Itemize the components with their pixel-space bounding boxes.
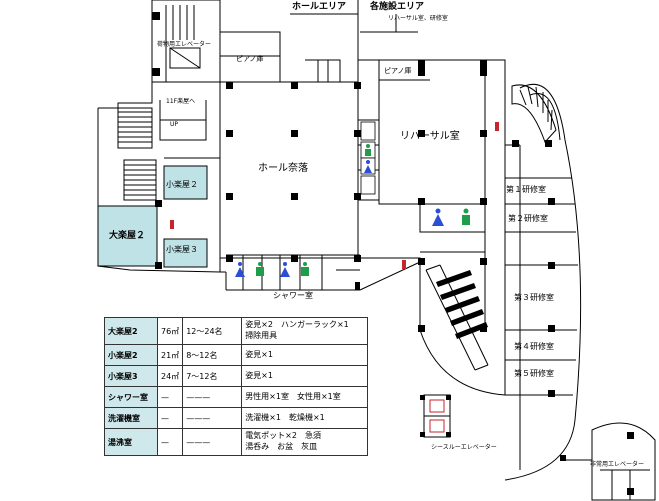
- legend-name-cell: シャワー室: [104, 386, 158, 408]
- facilities-sub-label: リハーサル室、研修室: [388, 15, 448, 22]
- rehearsal-room-label: リハーサル室: [400, 131, 460, 142]
- legend-capacity-cell: ———: [182, 386, 243, 408]
- legend-area-cell: 24㎡: [156, 365, 184, 387]
- shower-room-label: シャワー室: [273, 291, 313, 300]
- legend-row: 湯沸室————電気ポット×2 急須湯呑み お盆 灰皿: [104, 428, 369, 456]
- legend-equipment-line: 男性用×1室 女性用×1室: [245, 391, 341, 401]
- piano-room-2-label: ピアノ庫: [384, 67, 412, 75]
- legend-capacity-cell: ———: [182, 407, 243, 429]
- legend-area-cell: —: [156, 386, 184, 408]
- large-dressing2-label: 大楽屋２: [109, 231, 146, 241]
- up-label: UP: [170, 121, 179, 128]
- large-dressing2-area: [97, 205, 158, 267]
- emergency-elevator-label: 非常用エレベーター: [590, 461, 645, 468]
- piano-room-1-label: ピアノ庫: [236, 55, 264, 63]
- seethrough-elevator-label: シースルーエレベーター: [431, 444, 497, 451]
- training-room-2-label: 第２研修室: [508, 214, 548, 223]
- small-dressing3-area: [163, 238, 208, 268]
- legend-equipment-cell: 電気ポット×2 急須湯呑み お盆 灰皿: [241, 428, 369, 456]
- facilities-area-label: 各施設エリア: [370, 2, 425, 12]
- legend-name-cell: 大楽屋2: [104, 317, 158, 345]
- legend-equipment-line: 掃除用具: [245, 331, 278, 340]
- legend-area-cell: 76㎡: [156, 317, 184, 345]
- legend-equipment-line: 姿見×1: [245, 370, 273, 380]
- freight-elevator-label: 荷物用エレベーター: [157, 41, 212, 48]
- legend-equipment-cell: 姿見×1: [241, 344, 369, 366]
- legend-equipment-line: 洗濯機×1 乾燥機×1: [245, 412, 325, 422]
- legend-equipment-line: 電気ポット×2 急須: [245, 431, 321, 441]
- training-room-1-label: 第１研修室: [506, 185, 546, 194]
- legend-row: 洗濯機室————洗濯機×1 乾燥機×1: [104, 407, 369, 429]
- legend-capacity-cell: 12～24名: [182, 317, 243, 345]
- legend-equipment-line: 湯呑み お盆 灰皿: [245, 442, 318, 451]
- legend-name-cell: 洗濯機室: [104, 407, 158, 429]
- legend-equipment-cell: 男性用×1室 女性用×1室: [241, 386, 369, 408]
- legend-equipment-cell: 姿見×1: [241, 365, 369, 387]
- legend-equipment-line: 姿見×2 ハンガーラック×1: [245, 320, 349, 330]
- legend-row: シャワー室————男性用×1室 女性用×1室: [104, 386, 369, 408]
- legend-name-cell: 湯沸室: [104, 428, 158, 456]
- legend-equipment-line: 姿見×1: [245, 349, 273, 359]
- small-dressing2-area: [163, 165, 208, 200]
- hall-area-label: ホールエリア: [292, 2, 347, 12]
- small-dressing2-label: 小楽屋２: [166, 180, 198, 189]
- legend-capacity-cell: ———: [182, 428, 243, 456]
- small-dressing3-label: 小楽屋３: [166, 245, 198, 254]
- training-room-3-label: 第３研修室: [514, 293, 554, 302]
- legend-area-cell: 21㎡: [156, 344, 184, 366]
- training-room-5-label: 第５研修室: [514, 369, 554, 378]
- legend-area-cell: —: [156, 407, 184, 429]
- floor-11f-label: 11F楽屋へ: [166, 98, 196, 105]
- legend-capacity-cell: 8～12名: [182, 344, 243, 366]
- hall-backstage-label: ホール奈落: [258, 163, 308, 174]
- training-room-4-label: 第４研修室: [514, 342, 554, 351]
- legend-name-cell: 小楽屋2: [104, 344, 158, 366]
- legend-area-cell: —: [156, 428, 184, 456]
- legend-capacity-cell: 7～12名: [182, 365, 243, 387]
- legend-equipment-cell: 洗濯機×1 乾燥機×1: [241, 407, 369, 429]
- legend-name-cell: 小楽屋3: [104, 365, 158, 387]
